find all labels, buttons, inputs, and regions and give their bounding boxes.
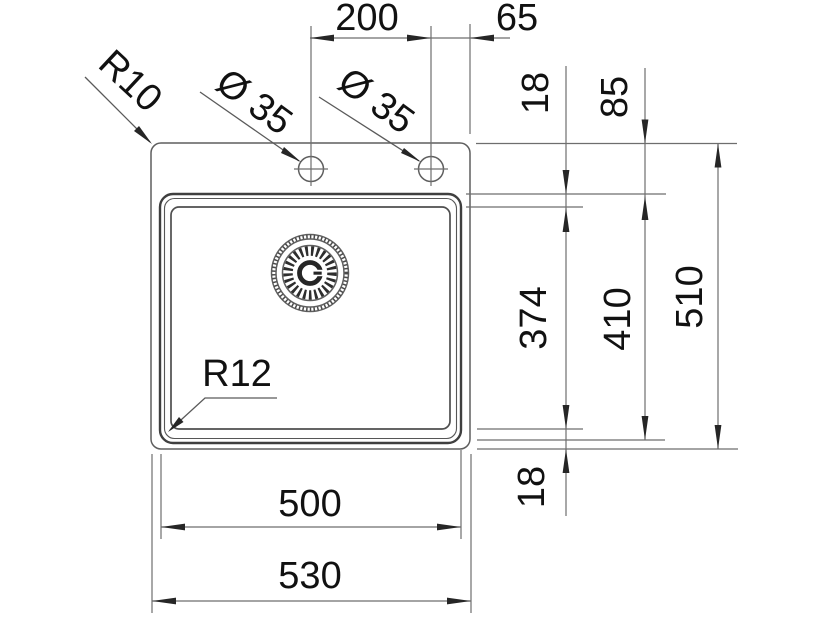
arrow-500-right bbox=[437, 523, 461, 531]
dim-18-top-label: 18 bbox=[515, 72, 557, 114]
bowl-outer-edge-inner-line bbox=[163, 197, 458, 440]
arrow-200-right bbox=[407, 34, 431, 42]
bowl-outer-edge bbox=[158, 192, 463, 445]
dim-65-label: 65 bbox=[496, 0, 538, 39]
arrow-374-bottom bbox=[562, 405, 570, 429]
arrow-410-bottom bbox=[641, 416, 649, 440]
arrow-85-top bbox=[641, 119, 649, 144]
drain-knurled-rim bbox=[271, 234, 349, 312]
arrow-hole-2 bbox=[401, 148, 421, 162]
radius-r12-label: R12 bbox=[202, 353, 272, 395]
dim-18-bottom-label: 18 bbox=[511, 466, 553, 508]
arrow-374-top bbox=[562, 208, 570, 232]
leader-lines bbox=[84, 76, 421, 432]
leader-hole-1 bbox=[199, 91, 300, 162]
dim-530-label: 530 bbox=[278, 555, 341, 597]
arrow-hole-1 bbox=[281, 147, 301, 162]
drain-knob-slot-bar bbox=[313, 271, 322, 275]
dim-85-label: 85 bbox=[594, 76, 636, 118]
drain-strainer bbox=[270, 233, 350, 313]
arrow-r10 bbox=[134, 126, 152, 144]
dim-510-label: 510 bbox=[669, 265, 711, 328]
hole-2-diameter-label: Ø 35 bbox=[330, 60, 421, 142]
arrow-530-right bbox=[447, 597, 471, 605]
arrow-r12 bbox=[168, 417, 184, 432]
dim-200-label: 200 bbox=[335, 0, 398, 39]
dim-374-label: 374 bbox=[513, 286, 555, 349]
arrow-200-left bbox=[310, 34, 334, 42]
arrow-510-top bbox=[714, 143, 722, 168]
arrow-500-left bbox=[161, 523, 185, 531]
leader-hole-2 bbox=[318, 96, 420, 162]
sink-geometry bbox=[150, 142, 471, 450]
dimension-labels: 200 65 18 85 374 410 510 18 500 530 R10 … bbox=[90, 0, 711, 597]
drain-basket-edge bbox=[281, 244, 339, 302]
bowl-inner-edge bbox=[170, 206, 451, 430]
drain-rim-inner-line bbox=[275, 238, 345, 308]
drain-outer-rim bbox=[270, 233, 350, 313]
arrow-65-right bbox=[470, 34, 494, 42]
arrow-85-410-shared bbox=[641, 196, 649, 220]
dim-410-label: 410 bbox=[597, 287, 639, 350]
extension-lines bbox=[151, 24, 738, 613]
radius-r10-label: R10 bbox=[90, 42, 170, 120]
drain-strainer-slots bbox=[283, 246, 337, 300]
arrow-510-bottom bbox=[714, 425, 722, 449]
arrow-530-left bbox=[152, 597, 176, 605]
arrow-18bottom-lower bbox=[562, 449, 570, 473]
dim-500-label: 500 bbox=[278, 483, 341, 525]
arrow-18top-upper bbox=[562, 170, 570, 194]
dimension-arrows bbox=[152, 34, 722, 605]
leader-r12 bbox=[169, 397, 277, 431]
hole-1-diameter-label: Ø 35 bbox=[208, 61, 299, 143]
